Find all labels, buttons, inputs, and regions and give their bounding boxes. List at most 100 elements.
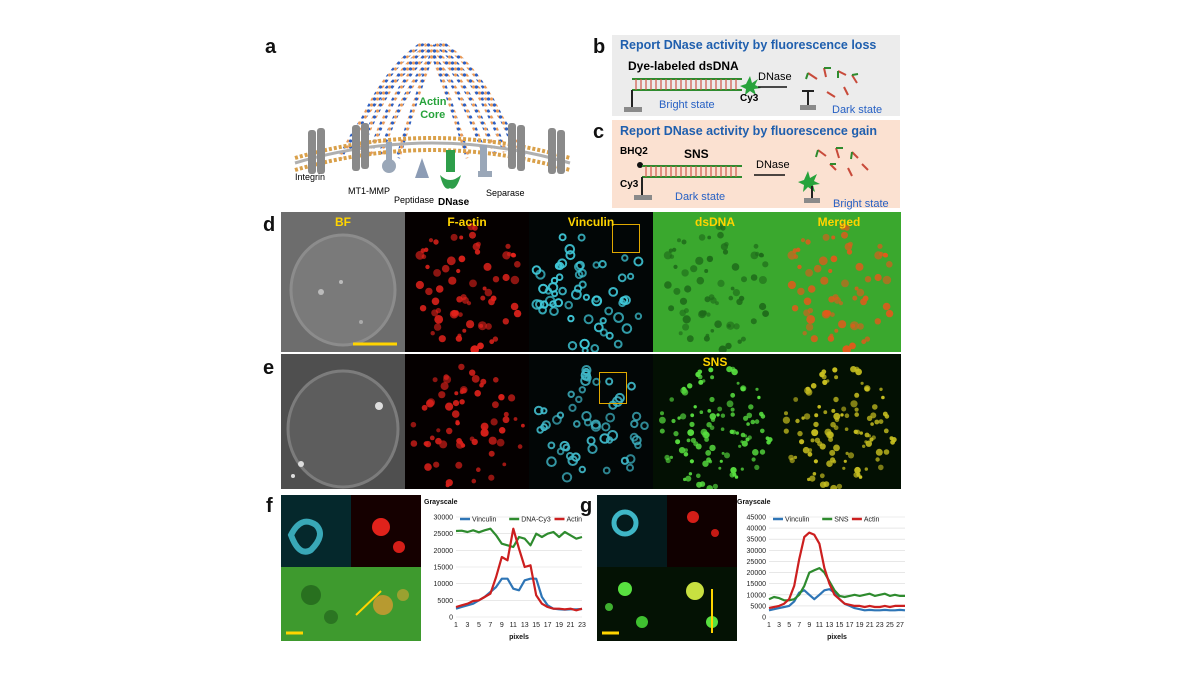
rings-d-vinculin (531, 233, 644, 352)
roi-box-d (612, 224, 640, 253)
chart-g-xtick-label: 7 (797, 622, 801, 629)
micro-d-factin: F-actin (405, 212, 529, 352)
micro-d-dsdna: dsDNA (653, 212, 777, 352)
micro-d-vinculin: Vinculin (529, 212, 653, 352)
chart-g-xtick-label: 13 (826, 622, 834, 629)
membrane-bottom (294, 148, 571, 172)
integrin-icons (308, 123, 565, 174)
chart-g-ytick-label: 5000 (750, 603, 766, 610)
panel-c-diagram (634, 147, 869, 203)
chart-g-ytick-label: 20000 (747, 570, 767, 577)
chart-g-ylabel: Grayscale (737, 499, 771, 506)
chart-g-ytick-label: 35000 (747, 537, 767, 544)
channel-title-bf: BF (335, 215, 351, 229)
panel-c-title: Report DNase activity by fluorescence ga… (620, 124, 878, 138)
separase-label: Separase (486, 188, 525, 198)
roi-box-e (599, 372, 627, 404)
chart-f-xtick-label: 19 (555, 622, 563, 629)
chart-g-series-sns (768, 567, 905, 602)
chart-f-ytick-label: 0 (449, 615, 453, 622)
panel-label-a: a (265, 36, 277, 58)
chart-g-xtick-label: 27 (896, 622, 904, 629)
panel-label-c: c (593, 121, 605, 143)
cy3-star-bright (740, 76, 761, 95)
chart-g-legend-label: Actin (864, 517, 880, 524)
chart-f-xtick-label: 17 (544, 622, 552, 629)
chart-f-ytick-label: 15000 (434, 565, 454, 572)
fragments-b (807, 67, 858, 98)
panel-label-d: d (263, 214, 276, 236)
chart-f-ytick-label: 30000 (434, 515, 454, 522)
chart-g-xtick-label: 3 (777, 622, 781, 629)
bright-state-label-c: Bright state (833, 198, 889, 210)
chart-g-ytick-label: 40000 (747, 526, 767, 533)
dark-state-label-b: Dark state (832, 104, 883, 116)
panel-c-box: Report DNase activity by fluorescence ga… (612, 120, 900, 210)
inset-f-merged (351, 567, 421, 641)
chart-f-xtick-label: 5 (477, 622, 481, 629)
membrane-top (294, 136, 571, 160)
panel-label-f: f (266, 495, 273, 517)
micro-d-bf: BF (281, 212, 405, 352)
dark-state-label-c: Dark state (675, 191, 726, 203)
chart-g-series-actin (768, 531, 905, 610)
micro-e-vinculin (529, 354, 653, 489)
chart-g-ytick-label: 25000 (747, 559, 767, 566)
chart-g-legend-label: SNS (834, 517, 849, 524)
chart-f-xlabel: pixels (509, 634, 529, 641)
chart-f-ytick-label: 10000 (434, 581, 454, 588)
chart-f: Grayscale0500010000150002000025000300001… (424, 499, 586, 641)
inset-g-merged (667, 567, 737, 641)
spots-e-sns (659, 366, 773, 489)
chart-g-ytick-label: 0 (762, 615, 766, 622)
micro-e-sns: SNS (653, 354, 777, 489)
dnase-arrow-label-c: DNase (756, 159, 790, 171)
micro-e-merged (777, 354, 901, 489)
dnase-arrow-label-b: DNase (758, 71, 792, 83)
chart-g: Grayscale0500010000150002000025000300003… (737, 499, 906, 641)
peptidase-icon (415, 158, 429, 178)
rings-e-vinculin (533, 365, 649, 483)
cy3-label-b: Cy3 (740, 93, 759, 104)
chart-g-xtick-label: 17 (846, 622, 854, 629)
integrin-label: Integrin (295, 172, 326, 182)
dnase-icon (440, 150, 461, 189)
chart-g-xtick-label: 11 (816, 622, 823, 629)
chart-f-legend-label: Vinculin (472, 517, 496, 524)
channel-title-dsdna: dsDNA (694, 215, 735, 229)
chart-g-ytick-label: 30000 (747, 548, 767, 555)
chart-f-series-vinculin (455, 577, 583, 611)
chart-g-xtick-label: 19 (856, 622, 864, 629)
separase-icon (478, 145, 492, 177)
channel-title-vinculin: Vinculin (567, 215, 615, 229)
bright-state-label-b: Bright state (659, 99, 715, 111)
peptidase-label: Peptidase (394, 195, 435, 205)
mt1mmp-icon (382, 142, 396, 173)
spots-e-factin (410, 363, 525, 488)
channel-title-factin: F-actin (447, 215, 487, 229)
panel-b-diagram (624, 67, 859, 112)
channel-title-sns: SNS (702, 355, 728, 369)
chart-f-ytick-label: 25000 (434, 531, 454, 538)
panel-label-g: g (580, 495, 593, 517)
chart-g-ytick-label: 45000 (747, 515, 767, 522)
inset-g-sns (597, 567, 667, 641)
inset-f-actin (351, 495, 421, 567)
chart-f-xtick-label: 23 (578, 622, 586, 629)
cy3-label-c: Cy3 (620, 179, 639, 190)
channel-title-merged: Merged (817, 215, 861, 229)
chart-g-xlabel: pixels (827, 634, 847, 641)
mt1mmp-label: MT1-MMP (348, 186, 390, 196)
spots-d-dsdna (663, 223, 769, 352)
chart-f-series-dna-cy3 (455, 527, 583, 549)
chart-f-series-actin (455, 527, 583, 612)
panel-b-box: Report DNase activity by fluorescence lo… (612, 35, 900, 116)
chart-f-xtick-label: 15 (532, 622, 540, 629)
chart-f-legend-label: Actin (567, 517, 583, 524)
chart-f-xtick-label: 11 (510, 622, 517, 629)
chart-f-xtick-label: 13 (521, 622, 529, 629)
dsdna-label: Dye-labeled dsDNA (628, 59, 739, 73)
chart-g-xtick-label: 25 (886, 622, 894, 629)
